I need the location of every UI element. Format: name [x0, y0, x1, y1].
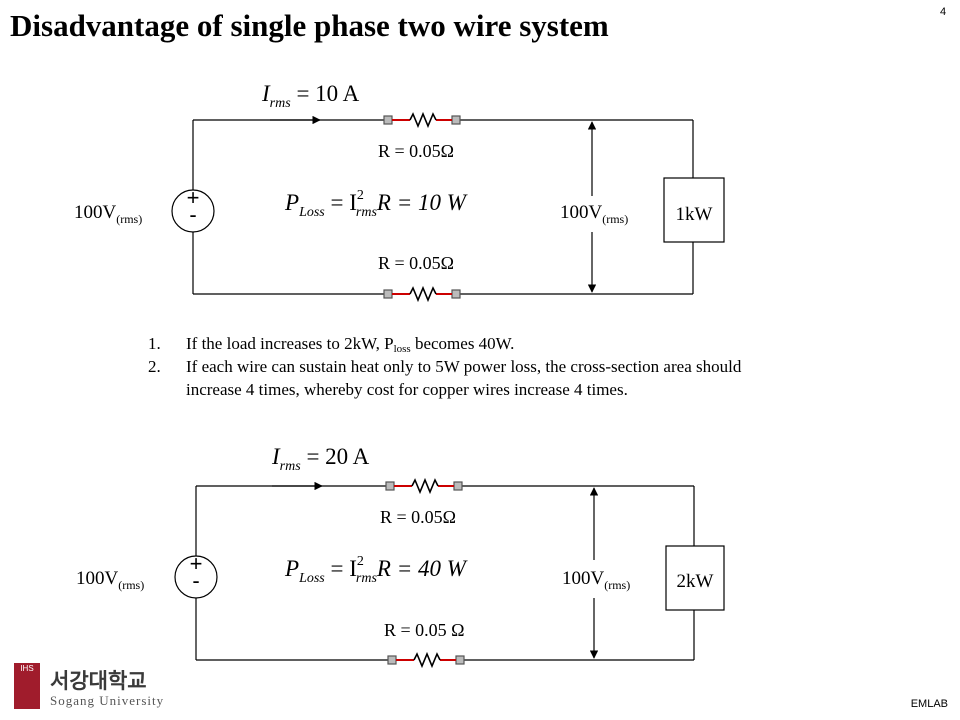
resistance-top-label: R = 0.05Ω [380, 507, 456, 527]
current-label: Irms = 20 A [271, 444, 370, 474]
load-label: 1kW [676, 204, 713, 225]
resistance-bottom-label: R = 0.05Ω [378, 253, 454, 273]
resistor-top [383, 111, 461, 129]
logo-english-text: Sogang University [50, 693, 165, 708]
load-box [665, 545, 725, 611]
plus-sign: + [187, 185, 200, 210]
minus-sign: - [192, 568, 199, 593]
source-voltage-label: 100V(rms) [74, 202, 142, 226]
lab-label: EMLAB [910, 698, 948, 710]
circuit-2: + - 2kW 100V(rms) 100V(rms) Irms = 20 A … [76, 444, 725, 669]
load-box [663, 177, 725, 243]
resistance-bottom-label: R = 0.05 Ω [384, 620, 465, 640]
source-voltage-label: 100V(rms) [76, 568, 144, 592]
resistance-top-label: R = 0.05Ω [378, 141, 454, 161]
current-label: Irms = 10 A [261, 81, 360, 111]
notes-list: 1. If the load increases to 2kW, Ploss b… [148, 332, 788, 401]
voltage-source [171, 189, 215, 233]
list-text: If each wire can sustain heat only to 5W… [186, 357, 742, 399]
resistor-top [385, 477, 463, 495]
logo-korean-text: 서강대학교 [50, 669, 147, 693]
plus-sign: + [190, 551, 203, 576]
slide-title: Disadvantage of single phase two wire sy… [10, 8, 609, 43]
page-number: 4 [940, 6, 947, 18]
list-number: 2. [148, 357, 161, 376]
list-number: 1. [148, 334, 161, 353]
resistor-bottom [383, 285, 461, 303]
resistor-bottom [387, 651, 465, 669]
list-text: If the load increases to 2kW, Ploss beco… [186, 334, 515, 355]
circuit-1: + - 1kW 100V(rms) 100V(rms) Irms = 10 A … [74, 81, 725, 303]
minus-sign: - [189, 202, 196, 227]
load-voltage-label: 100V(rms) [560, 202, 628, 226]
list-item: 2. If each wire can sustain heat only to… [148, 355, 788, 401]
university-logo: IHS 서강대학교 Sogang University [14, 663, 194, 715]
load-label: 2kW [677, 571, 714, 592]
list-item: 1. If the load increases to 2kW, Ploss b… [148, 332, 788, 355]
load-voltage-label: 100V(rms) [562, 568, 630, 592]
voltage-source [174, 555, 218, 599]
seal-icon: IHS [14, 663, 40, 709]
